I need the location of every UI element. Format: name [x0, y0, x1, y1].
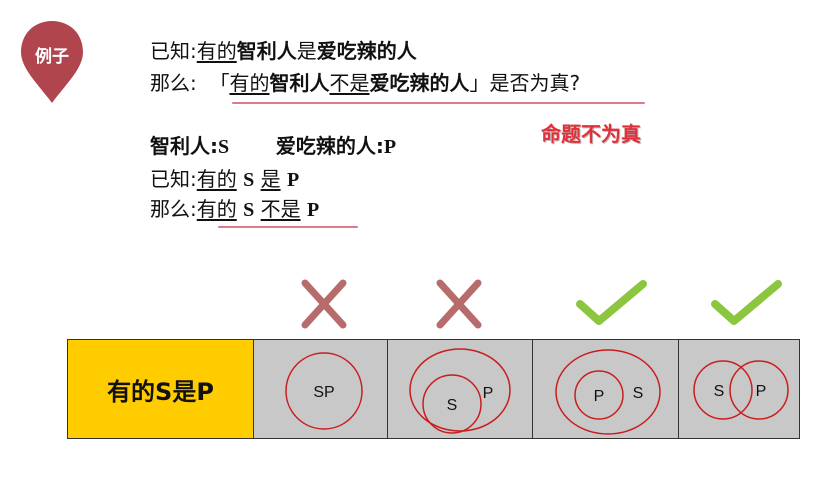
- question-negation: 不是: [329, 71, 370, 95]
- abstract-known-p: P: [286, 169, 300, 191]
- case-2-cross-icon: [436, 279, 482, 329]
- case-4-diagram: S P: [693, 360, 789, 420]
- abstract-question-negation: 不是: [260, 197, 301, 221]
- question-quantifier: 有的: [229, 71, 270, 95]
- abstract-known: 已知:有的 S 是 P: [150, 166, 299, 193]
- abstract-question-label: 那么:: [150, 197, 197, 221]
- known-predicate: 爱吃辣的人: [316, 39, 417, 63]
- case-table: 有的S是P SP S P P S S P: [67, 339, 800, 439]
- case-2-cell: S P: [388, 340, 533, 438]
- abstract-known-quantifier: 有的: [196, 167, 237, 191]
- abstract-question-quantifier: 有的: [196, 197, 237, 221]
- case-1-sp-circle: [285, 352, 363, 430]
- known-label: 已知:: [150, 39, 197, 63]
- known-subject: 智利人: [236, 39, 297, 63]
- known-statement: 已知:有的智利人是爱吃辣的人: [150, 38, 417, 64]
- example-badge-pin: [21, 21, 83, 103]
- case-2-diagram: S P: [409, 348, 511, 434]
- case-2-p-circle: [409, 348, 511, 432]
- abstract-known-s: S: [243, 169, 255, 191]
- case-3-s-circle: [555, 349, 661, 435]
- case-1-label-sp: SP: [313, 384, 334, 401]
- case-4-p-circle: [729, 360, 789, 420]
- known-copula: 是: [296, 39, 317, 63]
- case-3-check-icon: [576, 280, 647, 325]
- example-badge-label: 例子: [35, 47, 69, 67]
- question-suffix: 是否为真?: [489, 71, 581, 95]
- case-4-label-s: S: [714, 383, 725, 400]
- case-2-s-circle: [422, 374, 482, 434]
- abstract-question-s: S: [243, 199, 255, 221]
- question-subject: 智利人: [269, 71, 330, 95]
- conclusion-note: 命题不为真: [541, 122, 641, 146]
- abstract-question: 那么:有的 S 不是 P: [150, 196, 319, 223]
- case-3-label-s: S: [633, 385, 644, 402]
- question-label: 那么:: [150, 71, 197, 95]
- p-symbol: P: [383, 136, 397, 158]
- case-1-cross-icon: [301, 279, 347, 329]
- abstract-known-copula: 是: [260, 167, 281, 191]
- case-4-s-circle: [693, 360, 753, 420]
- case-2-label-p: P: [483, 385, 494, 402]
- case-3-cell: P S: [533, 340, 679, 438]
- s-term: 智利人:: [150, 134, 218, 158]
- abstract-question-p: P: [306, 199, 320, 221]
- open-bracket: 「: [209, 71, 230, 95]
- case-3-diagram: P S: [555, 349, 661, 435]
- case-4-label-p: P: [756, 383, 767, 400]
- table-header-label: 有的S是P: [107, 377, 214, 406]
- case-1-diagram: SP: [285, 352, 363, 430]
- case-1-cell: SP: [254, 340, 388, 438]
- case-2-label-s: S: [447, 397, 458, 414]
- s-symbol: S: [218, 136, 230, 158]
- question-statement: 那么: 「有的智利人不是爱吃辣的人」是否为真?: [150, 70, 580, 96]
- close-bracket: 」: [469, 71, 490, 95]
- case-3-p-circle: [574, 370, 624, 420]
- case-4-check-icon: [711, 280, 782, 325]
- abstract-highlight-line: [218, 226, 358, 228]
- case-3-label-p: P: [594, 388, 605, 405]
- p-term: 爱吃辣的人:: [275, 134, 384, 158]
- known-quantifier: 有的: [196, 39, 237, 63]
- question-predicate: 爱吃辣的人: [369, 71, 470, 95]
- table-header-cell: 有的S是P: [68, 340, 254, 438]
- case-4-cell: S P: [679, 340, 799, 438]
- term-mapping: 智利人:S 爱吃辣的人:P: [150, 133, 396, 160]
- question-highlight-line: [232, 102, 645, 104]
- abstract-known-label: 已知:: [150, 167, 197, 191]
